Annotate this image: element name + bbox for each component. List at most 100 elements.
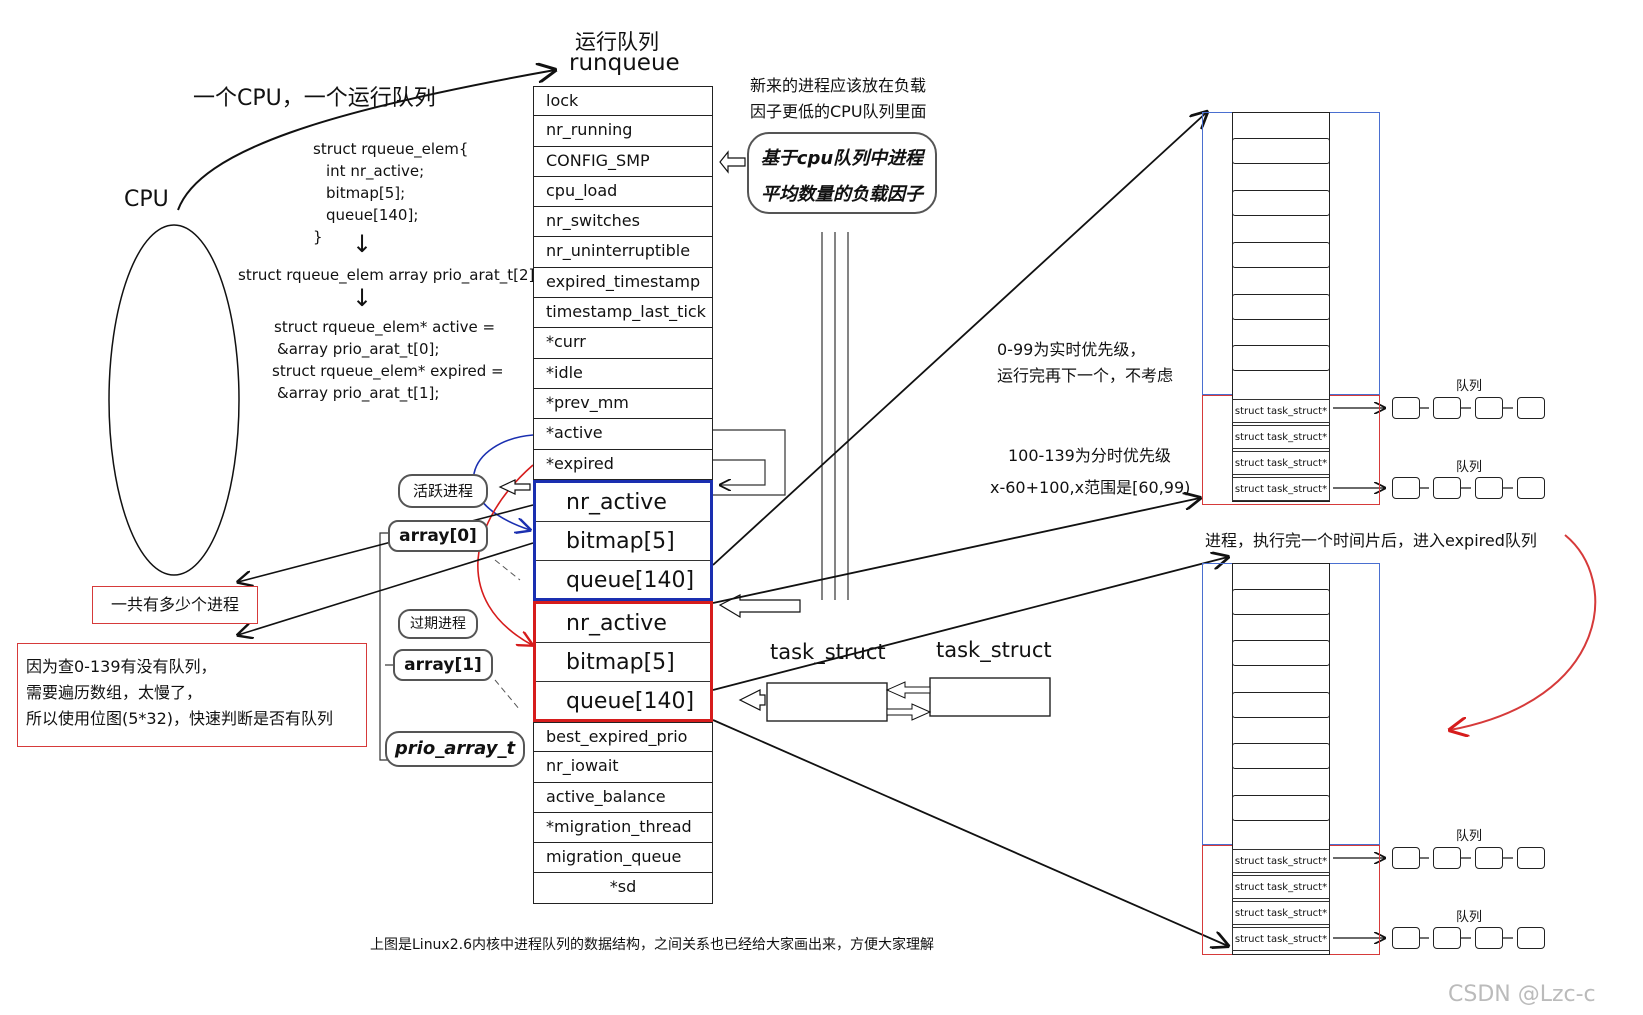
- rq-field-active-balance: active_balance: [533, 782, 713, 813]
- task-struct-box-1: [766, 682, 888, 722]
- upper-struct-task-label: struct task_struct*: [1232, 399, 1330, 423]
- lower-struct-task-label: struct task_struct*: [1232, 927, 1330, 951]
- active-prio-array: nr_active bitmap[5] queue[140]: [533, 480, 713, 601]
- rq-field-migration-queue: migration_queue: [533, 843, 713, 874]
- cpu-label: CPU: [124, 187, 169, 212]
- lower-slot: [1232, 743, 1330, 769]
- title-cn: 运行队列: [575, 30, 659, 54]
- queue-node: [1517, 847, 1545, 869]
- queue-node: [1392, 927, 1420, 949]
- note-count-text: 一共有多少个进程: [110, 595, 239, 614]
- queue-node: [1433, 847, 1461, 869]
- rq-field-sd: *sd: [533, 873, 713, 904]
- queue-node: [1475, 477, 1503, 499]
- queue-node: [1517, 927, 1545, 949]
- runqueue-table-bottom: best_expired_prio nr_iowait active_balan…: [533, 722, 713, 904]
- lower-slot: [1232, 589, 1330, 615]
- load-factor-line-2: 平均数量的负载因子: [761, 184, 923, 205]
- task-struct-label-1: task_struct: [770, 640, 886, 664]
- lower-struct-task-label: struct task_struct*: [1232, 875, 1330, 899]
- rq-field-expired-timestamp: expired_timestamp: [533, 267, 713, 299]
- task-struct-box-2: [929, 677, 1051, 717]
- load-factor-bubble: 基于cpu队列中进程 平均数量的负载因子: [747, 132, 937, 214]
- note-timeshare-1: 100-139为分时优先级: [1008, 446, 1171, 465]
- queue-node: [1392, 477, 1420, 499]
- rq-field-active: *active: [533, 419, 713, 450]
- array1-bubble: array[1]: [393, 649, 493, 681]
- rq-field-nr-iowait: nr_iowait: [533, 752, 713, 783]
- queue-label: 队列: [1456, 829, 1483, 844]
- queue-node: [1433, 477, 1461, 499]
- active-process-bubble: 活跃进程: [398, 474, 488, 508]
- rq-field-expired: *expired: [533, 449, 713, 480]
- code-line-2: int nr_active;: [326, 162, 425, 180]
- queue-label: 队列: [1456, 910, 1483, 925]
- expire-curve-arrow: [1450, 534, 1597, 730]
- upper-slot: [1232, 138, 1330, 164]
- queue-node: [1433, 927, 1461, 949]
- watermark: CSDN @Lzc-c: [1448, 982, 1596, 1007]
- code-arrow-1: ↓: [352, 230, 373, 258]
- rq-field-nr-running: nr_running: [533, 116, 713, 147]
- caption: 上图是Linux2.6内核中进程队列的数据结构，之间关系也已经给大家画出来，方便…: [370, 937, 934, 953]
- rq-field-curr: *curr: [533, 328, 713, 359]
- upper-struct-task-label: struct task_struct*: [1232, 451, 1330, 475]
- note-bitmap-box: 因为查0-139有没有队列， 需要遍历数组，太慢了， 所以使用位图(5*32)，…: [17, 643, 367, 747]
- note-bitmap-line-1: 因为查0-139有没有队列，: [26, 657, 217, 676]
- blue-active-curve: [472, 434, 533, 530]
- queue-node: [1517, 477, 1545, 499]
- queue-node: [1392, 397, 1420, 419]
- rq-field-nr-uninterruptible: nr_uninterruptible: [533, 237, 713, 268]
- code-line-8: &array prio_arat_t[0];: [277, 340, 440, 358]
- code-line-7: struct rqueue_elem* active =: [274, 318, 496, 336]
- note-timeshare-2: x-60+100,x范围是[60,99): [990, 478, 1191, 497]
- queue-label: 队列: [1456, 379, 1483, 394]
- queue-node: [1475, 927, 1503, 949]
- code-line-1: struct rqueue_elem{: [313, 140, 469, 158]
- upper-slot: [1232, 242, 1330, 268]
- lower-slot: [1232, 692, 1330, 718]
- code-line-9: struct rqueue_elem* expired =: [272, 362, 504, 380]
- active-queue: queue[140]: [566, 568, 695, 593]
- note-realtime-2: 运行完再下一个，不考虑: [997, 366, 1174, 385]
- headline: 一个CPU，一个运行队列: [193, 86, 436, 111]
- runqueue-table: lock nr_running CONFIG_SMP cpu_load nr_s…: [533, 86, 713, 480]
- lower-struct-task-label: struct task_struct*: [1232, 901, 1330, 925]
- array0-bubble: array[0]: [388, 520, 488, 552]
- code-line-10: &array prio_arat_t[1];: [277, 384, 440, 402]
- active-nr-active: nr_active: [536, 483, 710, 522]
- note-new-process-2: 因子更低的CPU队列里面: [750, 102, 927, 121]
- code-line-4: queue[140];: [326, 206, 419, 224]
- note-bitmap-line-2: 需要遍历数组，太慢了，: [26, 683, 203, 702]
- expired-prio-array: nr_active bitmap[5] queue[140]: [533, 601, 713, 722]
- upper-slot: [1232, 294, 1330, 320]
- expired-process-bubble: 过期进程: [398, 609, 478, 639]
- hollow-arrow-load: [719, 150, 746, 174]
- code-line-3: bitmap[5];: [326, 184, 406, 202]
- cpu-ellipse: [108, 224, 240, 576]
- rq-field-config-smp: CONFIG_SMP: [533, 146, 713, 177]
- rq-field-migration-thread: *migration_thread: [533, 812, 713, 844]
- rq-field-prev-mm: *prev_mm: [533, 388, 713, 420]
- lower-slot: [1232, 640, 1330, 666]
- load-factor-line-1: 基于cpu队列中进程: [760, 148, 924, 169]
- code-line-5: }: [313, 228, 323, 246]
- code-line-6: struct rqueue_elem array prio_arat_t[2];: [238, 266, 540, 284]
- queue-label: 队列: [1456, 460, 1483, 475]
- rq-field-lock: lock: [533, 86, 713, 117]
- queue-node: [1475, 397, 1503, 419]
- task-struct-label-2: task_struct: [936, 638, 1052, 662]
- title-en: runqueue: [569, 50, 680, 76]
- note-count-box: 一共有多少个进程: [92, 586, 258, 624]
- upper-struct-task-label: struct task_struct*: [1232, 425, 1330, 449]
- cpu-to-runqueue-arrow: [177, 70, 555, 211]
- note-bitmap-line-3: 所以使用位图(5*32)，快速判断是否有队列: [26, 709, 334, 728]
- rq-field-best-expired-prio: best_expired_prio: [533, 722, 713, 753]
- queue-node: [1433, 397, 1461, 419]
- rq-field-cpu-load: cpu_load: [533, 176, 713, 208]
- expired-queue: queue[140]: [566, 689, 695, 714]
- note-expire: 进程，执行完一个时间片后，进入expired队列: [1205, 531, 1537, 550]
- upper-slot: [1232, 190, 1330, 216]
- upper-struct-task-label: struct task_struct*: [1232, 477, 1330, 501]
